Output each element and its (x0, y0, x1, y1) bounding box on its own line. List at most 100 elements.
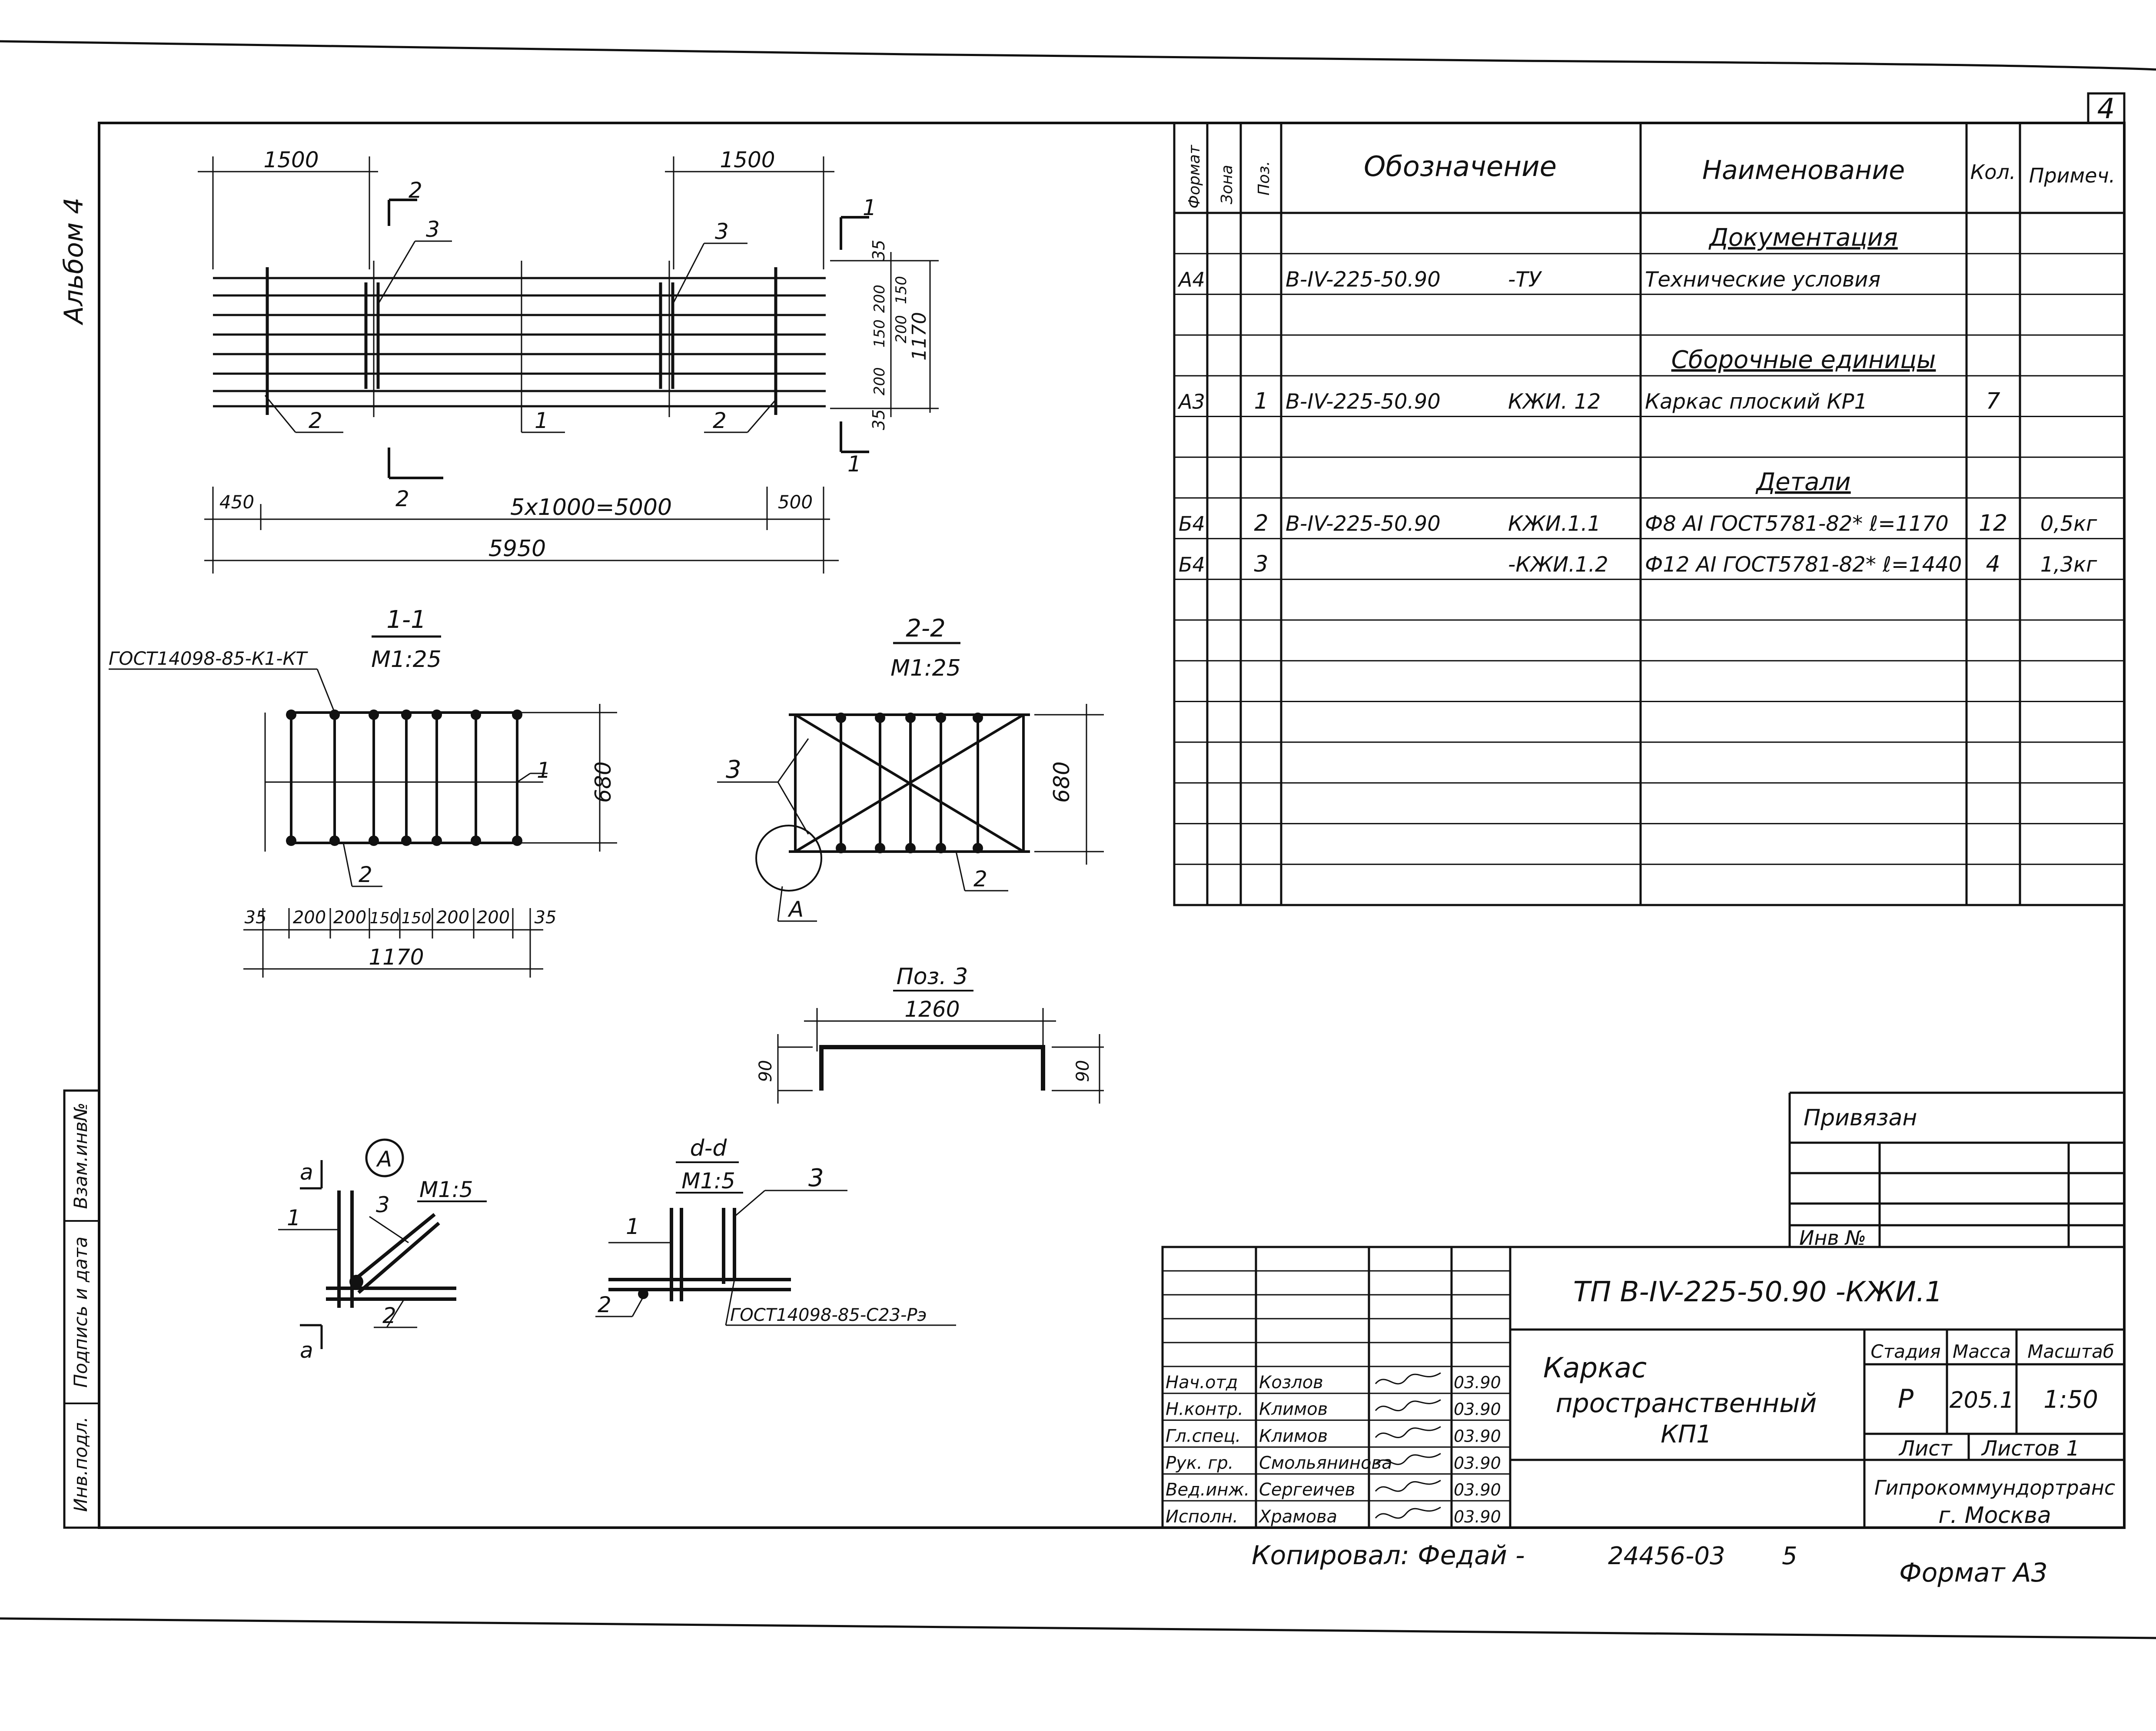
node-a-scale: М1:5 (419, 1177, 473, 1202)
s11-dim-4: 150 (402, 909, 432, 927)
scale-label: Масштаб (2027, 1341, 2114, 1362)
plan-dim-r-1: 200 (871, 285, 888, 313)
stamp-vzam: Взам.инв№ (70, 1102, 91, 1209)
section-d-callout-2: 2 (598, 1292, 611, 1317)
title-code: ТП В-IV-225-50.90 -КЖИ.1 (1573, 1276, 1943, 1308)
plan-dim-r-4: 150 (893, 276, 910, 304)
spec-row-format: Б4 (1179, 553, 1205, 576)
tb-date: 03.90 (1454, 1373, 1501, 1392)
plan-dim-r-5: 200 (893, 315, 910, 343)
section-1-1-total: 1170 (369, 945, 424, 970)
footer-format: Формат А3 (1899, 1558, 2048, 1588)
tb-signature (1375, 1399, 1441, 1412)
side-stamp: Взам.инв№ Подпись и дата Инв.подл. (63, 1089, 100, 1529)
tb-role: Гл.спец. (1166, 1426, 1241, 1446)
tb-role: Нач.отд (1166, 1373, 1238, 1393)
sheet-number: 4 (2097, 93, 2115, 125)
spec-row-name: Каркас плоский КР1 (1645, 390, 1867, 414)
section-d-gost: ГОСТ14098-85-С23-Рэ (730, 1305, 927, 1325)
spec-row-code: КЖИ. 12 (1508, 390, 1601, 414)
section-2-2-scale: М1:25 (890, 655, 961, 681)
footer-page: 5 (1782, 1542, 1797, 1570)
plan-section-1-top: 1 (863, 195, 877, 220)
privyazan-block: Привязан Инв № (1788, 1091, 2124, 1250)
plan-section-2-top: 2 (409, 178, 422, 203)
spec-table: Формат Зона Поз. Обозначение Наименовани… (1173, 122, 2126, 906)
stage-label: Стадия (1870, 1341, 1940, 1362)
spec-row-name: Технические условия (1645, 267, 1880, 292)
org-line-1: Гипрокоммундортранс (1874, 1476, 2115, 1499)
s11-dim-3: 150 (370, 909, 400, 927)
stage-value: Р (1898, 1384, 1914, 1414)
section-d-title: d-d (690, 1135, 728, 1161)
section-1-1: 1-1 М1:25 ГОСТ14098-85-К1-КТ 1 (109, 606, 617, 978)
section-d-detail: d-d М1:5 1 3 2 ГОСТ14098-85-С23-Рэ (595, 1135, 956, 1326)
pos3-detail: Поз. 3 1260 90 90 (756, 964, 1104, 1104)
tb-signature (1375, 1453, 1441, 1465)
spec-row-pos: 2 (1254, 511, 1268, 537)
title-name-2: пространственный (1555, 1388, 1817, 1419)
spec-row-qty: 7 (1986, 388, 2000, 415)
plan-callout-3a: 3 (426, 217, 440, 242)
s11-dim-7: 35 (535, 908, 557, 928)
spec-row-designation: В-IV-225-50.90 (1286, 390, 1441, 414)
spec-header-qty: Кол. (1970, 160, 2016, 184)
section-d-callout-3: 3 (808, 1164, 824, 1192)
section-1-1-title: 1-1 (386, 606, 426, 634)
s11-dim-2: 200 (333, 908, 366, 928)
plan-dim-r-bottom: 35 (869, 409, 888, 430)
album-label: Альбом 4 (59, 198, 89, 326)
section-1-1-scale: М1:25 (371, 647, 442, 673)
spec-row-format: Б4 (1179, 512, 1205, 536)
plan-dim-main: 5x1000=5000 (510, 494, 672, 521)
spec-row-designation: В-IV-225-50.90 (1286, 267, 1441, 292)
spec-header-format: Формат (1186, 145, 1203, 209)
s11-dim-5: 200 (436, 908, 469, 928)
plan-dim-start: 450 (219, 491, 254, 513)
sheet-label: Лист (1898, 1436, 1953, 1461)
sheets-label: Листов 1 (1981, 1436, 2080, 1461)
pos3-left-leg: 90 (756, 1060, 776, 1082)
plan-dim-r-total: 1170 (908, 312, 930, 361)
tb-role: Исполн. (1166, 1507, 1238, 1527)
tb-name: Козлов (1259, 1373, 1323, 1393)
spec-row-format: А4 (1177, 268, 1205, 291)
node-a-callout-3: 3 (376, 1192, 390, 1217)
tb-name: Сергеичев (1259, 1480, 1355, 1500)
node-a-callout-2: 2 (382, 1303, 396, 1328)
title-name-3: КП1 (1661, 1420, 1712, 1449)
privyazan-label: Привязан (1804, 1105, 1917, 1131)
spec-row-pos: 1 (1254, 388, 1268, 415)
section-2-2: 2-2 М1:25 А 3 (717, 614, 1104, 922)
plan-dim-r-top: 35 (869, 240, 888, 261)
plan-dim-right: 1500 (720, 147, 775, 172)
plan-callout-3b: 3 (715, 219, 729, 244)
section-2-2-node: А (787, 897, 804, 922)
spec-row-code: -КЖИ.1.2 (1508, 552, 1608, 577)
footer: Копировал: Федай - 24456-03 5 Формат А3 (1252, 1540, 2048, 1588)
node-a-mark-top: а (300, 1160, 313, 1185)
spec-row-designation: В-IV-225-50.90 (1286, 512, 1441, 536)
tb-signature (1375, 1506, 1441, 1519)
spec-row-name: Сборочные единицы (1671, 346, 1936, 374)
plan-dim-r-3: 200 (871, 367, 888, 395)
plan-callout-2a: 2 (309, 408, 322, 433)
scale-value: 1:50 (2043, 1386, 2098, 1414)
section-d-callout-1: 1 (626, 1214, 640, 1239)
spec-row-code: КЖИ.1.1 (1508, 512, 1601, 536)
spec-row-name: Ф8 АI ГОСТ5781-82* ℓ=1170 (1645, 512, 1949, 536)
spec-row-name: Документация (1708, 224, 1897, 252)
section-2-2-height: 680 (1049, 761, 1074, 802)
tb-role: Вед.инж. (1166, 1480, 1249, 1500)
plan-section-1-bottom: 1 (847, 451, 861, 477)
title-block: ТП В-IV-225-50.90 -КЖИ.1 Каркас простран… (1161, 1246, 2126, 1529)
pos3-right-leg: 90 (1073, 1060, 1093, 1082)
spec-header-name: Наименование (1702, 155, 1905, 186)
tb-name: Храмова (1258, 1507, 1337, 1527)
title-name-1: Каркас (1543, 1352, 1647, 1384)
spec-row-note: 0,5кг (2040, 512, 2097, 536)
plan-section-2-bottom: 2 (395, 486, 409, 511)
tb-date: 03.90 (1454, 1507, 1501, 1526)
spec-row-qty: 12 (1979, 511, 2007, 537)
spec-header-zone: Зона (1218, 165, 1236, 204)
